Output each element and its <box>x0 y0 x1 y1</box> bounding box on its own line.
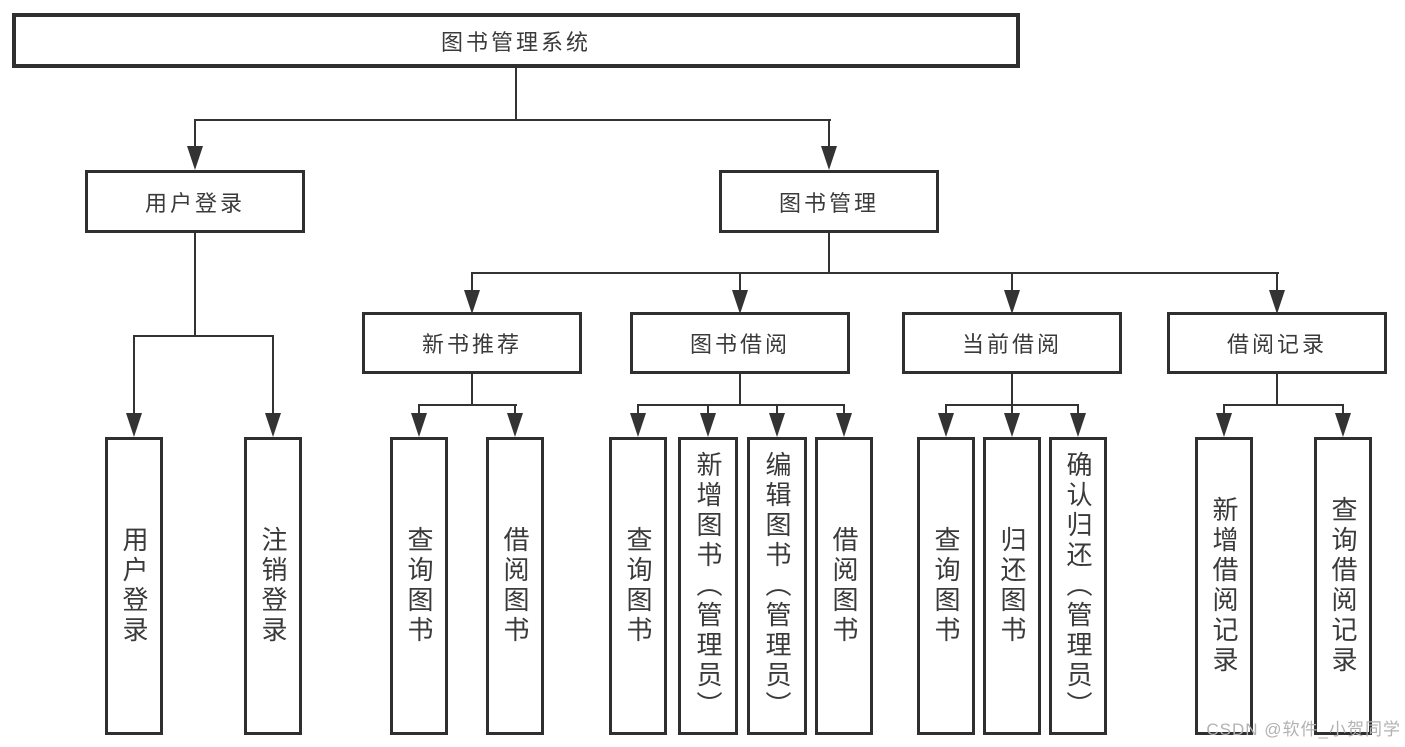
connector-line <box>418 404 517 406</box>
arrow-down-icon <box>464 290 480 314</box>
arrow-down-icon <box>411 413 427 437</box>
connector-line <box>828 119 830 148</box>
leaf-cb-query-book: 查询图书 <box>917 437 975 735</box>
leaf-logout: 注销登录 <box>244 437 302 735</box>
leaf-logout-label: 注销登录 <box>258 526 288 646</box>
leaf-br-add-record: 新增借阅记录 <box>1195 437 1253 735</box>
connector-line <box>515 68 517 121</box>
arrow-down-icon <box>938 413 954 437</box>
leaf-user-login: 用户登录 <box>105 437 163 735</box>
connector-line <box>637 404 845 406</box>
arrow-down-icon <box>1216 413 1232 437</box>
node-borrow-records-label: 借阅记录 <box>1226 332 1327 357</box>
leaf-bb-edit-book-admin-label: 编辑图书（管理员） <box>762 451 792 721</box>
connector-line <box>1342 404 1344 416</box>
connector-line <box>1011 272 1013 292</box>
arrow-down-icon <box>126 413 142 437</box>
arrow-down-icon <box>265 413 281 437</box>
leaf-cb-confirm-return-admin: 确认归还（管理员） <box>1049 437 1107 735</box>
node-book-borrow-label: 图书借阅 <box>689 332 790 357</box>
leaf-bb-query-book: 查询图书 <box>609 437 667 735</box>
node-root-label: 图书管理系统 <box>440 29 591 55</box>
node-user-login-label: 用户登录 <box>144 190 245 216</box>
leaf-bb-borrow-book-label: 借阅图书 <box>829 526 859 646</box>
leaf-br-query-record-label: 查询借阅记录 <box>1328 496 1358 676</box>
connector-line <box>945 404 947 416</box>
leaf-nbr-query-book-label: 查询图书 <box>404 526 434 646</box>
arrow-down-icon <box>821 146 837 170</box>
leaf-bb-edit-book-admin: 编辑图书（管理员） <box>747 437 807 735</box>
connector-line <box>133 335 135 415</box>
node-root: 图书管理系统 <box>12 13 1020 68</box>
node-book-management-label: 图书管理 <box>778 190 879 216</box>
arrow-down-icon <box>1335 413 1351 437</box>
leaf-bb-query-book-label: 查询图书 <box>623 526 653 646</box>
connector-line <box>776 404 778 416</box>
connector-line <box>272 335 274 415</box>
connector-line <box>133 335 274 337</box>
arrow-down-icon <box>836 413 852 437</box>
leaf-bb-borrow-book: 借阅图书 <box>815 437 873 735</box>
arrow-down-icon <box>769 413 785 437</box>
leaf-cb-confirm-return-admin-label: 确认归还（管理员） <box>1063 451 1093 721</box>
arrow-down-icon <box>187 146 203 170</box>
leaf-nbr-borrow-book: 借阅图书 <box>486 437 544 735</box>
csdn-watermark: CSDN @软件_小贺同学 <box>1206 720 1401 739</box>
leaf-br-add-record-label: 新增借阅记录 <box>1209 496 1239 676</box>
node-current-borrow: 当前借阅 <box>902 312 1122 374</box>
connector-line <box>1276 272 1278 292</box>
arrow-down-icon <box>700 413 716 437</box>
node-book-borrow: 图书借阅 <box>630 312 850 374</box>
arrow-down-icon <box>1269 290 1285 314</box>
leaf-cb-return-book-label: 归还图书 <box>997 526 1027 646</box>
connector-line <box>828 233 830 274</box>
connector-line <box>471 272 1279 274</box>
connector-line <box>194 119 831 121</box>
connector-line <box>707 404 709 416</box>
connector-line <box>739 272 741 292</box>
leaf-user-login-label: 用户登录 <box>119 526 149 646</box>
leaf-bb-add-book-admin: 新增图书（管理员） <box>678 437 738 735</box>
node-new-book-recommend: 新书推荐 <box>362 312 582 374</box>
arrow-down-icon <box>630 413 646 437</box>
node-book-management: 图书管理 <box>719 170 939 233</box>
connector-line <box>637 404 639 416</box>
connector-line <box>1011 404 1013 416</box>
connector-line <box>471 374 473 406</box>
connector-line <box>1011 374 1013 406</box>
connector-line <box>1223 404 1225 416</box>
connector-line <box>843 404 845 416</box>
connector-line <box>1223 404 1344 406</box>
leaf-nbr-borrow-book-label: 借阅图书 <box>500 526 530 646</box>
arrow-down-icon <box>1070 413 1086 437</box>
connector-line <box>1276 374 1278 406</box>
leaf-nbr-query-book: 查询图书 <box>390 437 448 735</box>
node-new-book-recommend-label: 新书推荐 <box>421 332 522 357</box>
connector-line <box>1077 404 1079 416</box>
connector-line <box>739 374 741 406</box>
connector-line <box>194 119 196 148</box>
arrow-down-icon <box>507 413 523 437</box>
node-borrow-records: 借阅记录 <box>1167 312 1387 374</box>
node-user-login: 用户登录 <box>85 170 305 233</box>
arrow-down-icon <box>1004 290 1020 314</box>
arrow-down-icon <box>732 290 748 314</box>
leaf-br-query-record: 查询借阅记录 <box>1314 437 1372 735</box>
connector-line <box>194 233 196 337</box>
leaf-bb-add-book-admin-label: 新增图书（管理员） <box>693 451 723 721</box>
leaf-cb-query-book-label: 查询图书 <box>931 526 961 646</box>
leaf-cb-return-book: 归还图书 <box>983 437 1041 735</box>
node-current-borrow-label: 当前借阅 <box>961 332 1062 357</box>
connector-line <box>418 404 420 416</box>
connector-line <box>471 272 473 292</box>
arrow-down-icon <box>1004 413 1020 437</box>
connector-line <box>514 404 516 416</box>
